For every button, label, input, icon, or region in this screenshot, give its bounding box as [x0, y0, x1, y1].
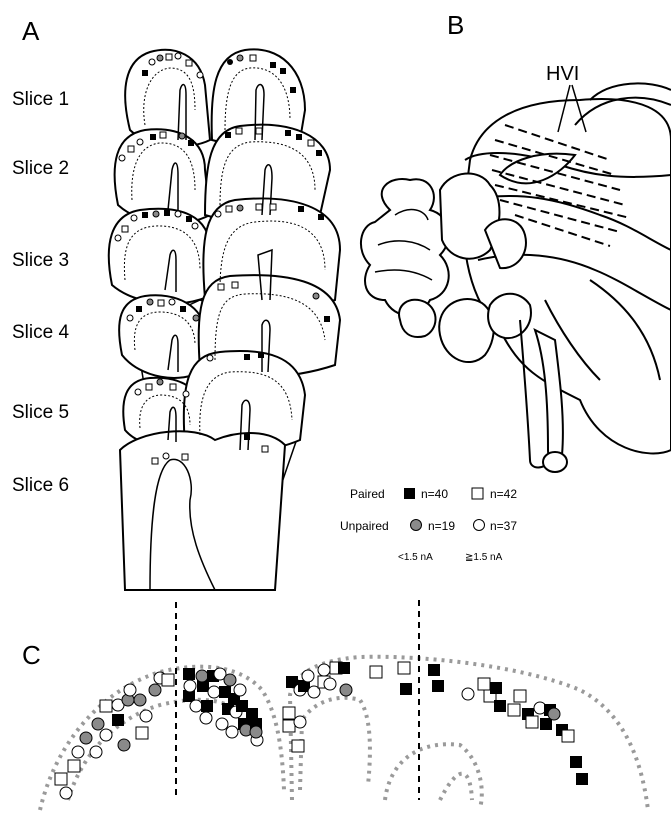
legend-threshold-high: ≧1.5 nA: [465, 552, 503, 563]
panel-b-letter: B: [447, 10, 464, 40]
legend-threshold-low: <1.5 nA: [398, 552, 433, 563]
slice-labels: Slice 1 Slice 2 Slice 3 Slice 4 Slice 5 …: [12, 89, 69, 496]
panel-a-letter: A: [22, 16, 40, 46]
legend-unpaired-small-swatch: [411, 520, 422, 531]
marker-unpaired-small: [157, 55, 163, 61]
slice-label-2: Slice 2: [12, 158, 69, 179]
slice-label-5: Slice 5: [12, 402, 69, 423]
flocculus: [439, 299, 493, 362]
panel-c-markers: [55, 662, 588, 799]
panel-c-letter: C: [22, 640, 41, 670]
legend-unpaired-large-n: n=37: [490, 519, 517, 533]
marker-unpaired-large: [149, 59, 155, 65]
marker-paired-small: [142, 70, 148, 76]
paraflocculus: [361, 179, 449, 315]
legend: Paired n=40 n=42 Unpaired n=19 n=37 <1.5…: [340, 487, 517, 563]
legend-paired-large-n: n=42: [490, 487, 517, 501]
cerebellum-drawing: [361, 83, 671, 472]
slice-label-4: Slice 4: [12, 322, 69, 343]
marker-paired-large: [166, 54, 172, 60]
legend-paired-large-swatch: [472, 488, 483, 499]
legend-paired-small-n: n=40: [421, 487, 448, 501]
legend-unpaired-large-swatch: [474, 520, 485, 531]
legend-paired-small-swatch: [404, 488, 415, 499]
slice-4-left-lobe: [119, 295, 205, 378]
legend-paired-label: Paired: [350, 487, 385, 501]
legend-unpaired-label: Unpaired: [340, 519, 389, 533]
slice-label-1: Slice 1: [12, 89, 69, 110]
marker-unpaired-small: [80, 732, 92, 744]
marker-paired-large: [55, 773, 67, 785]
slice-label-6: Slice 6: [12, 475, 69, 496]
marker-paired-small: [112, 714, 124, 726]
slice-stack-drawing: [109, 49, 340, 590]
slice-6-lobe: [120, 431, 285, 590]
hvi-label: HVI: [546, 63, 579, 85]
slice-label-3: Slice 3: [12, 250, 69, 271]
legend-unpaired-small-n: n=19: [428, 519, 455, 533]
marker-unpaired-large: [60, 787, 72, 799]
